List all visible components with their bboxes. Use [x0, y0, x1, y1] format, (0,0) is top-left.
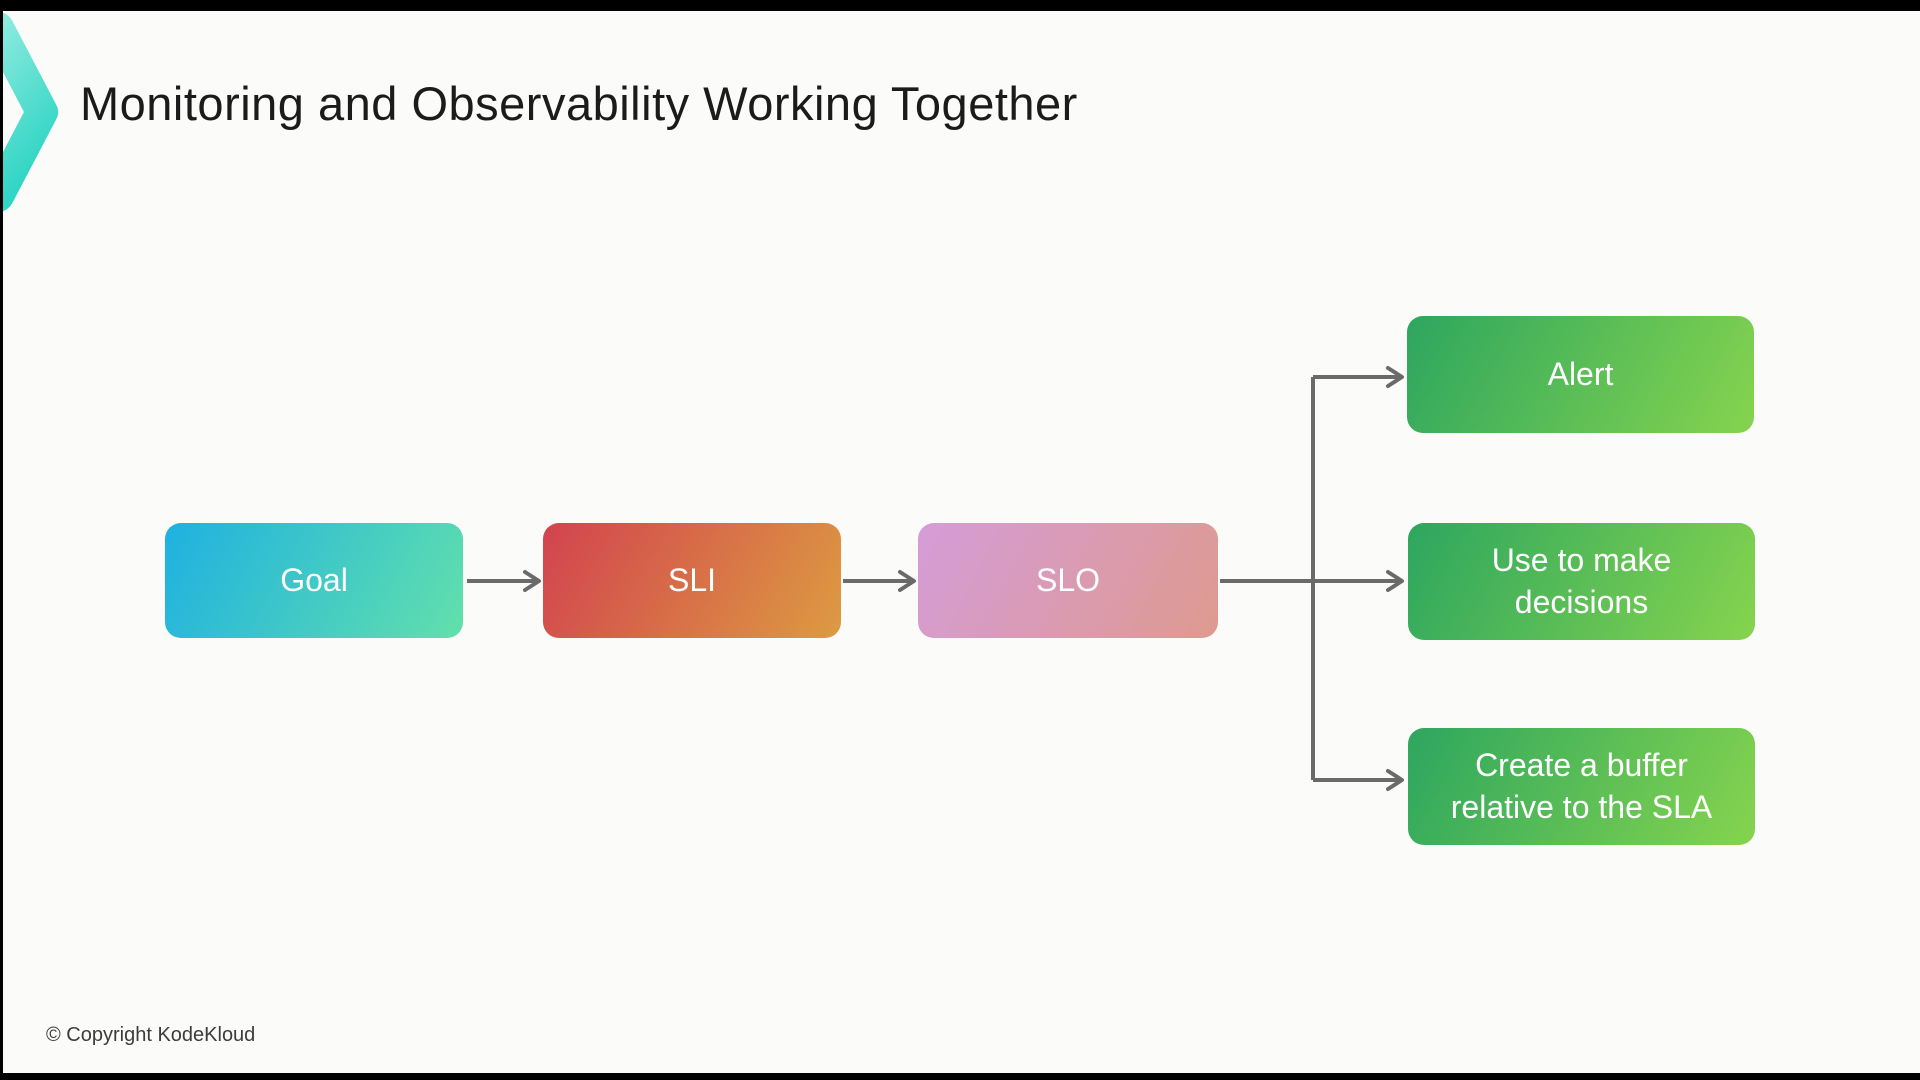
kodekloud-chevron-icon [0, 12, 58, 212]
node-slo-label: SLO [1035, 561, 1101, 598]
node-goal-label: Goal [280, 561, 348, 598]
node-create-buffer: Create a buffer relative to the SLA [1408, 728, 1755, 845]
arrow-branch-to-buffer [1313, 769, 1404, 791]
arrow-sli-to-slo [843, 570, 916, 592]
arrow-goal-to-sli [467, 570, 541, 592]
copyright-text: © Copyright KodeKloud [46, 1024, 256, 1046]
node-sli: SLI [543, 523, 841, 638]
node-goal: Goal [165, 523, 463, 638]
node-alert: Alert [1407, 316, 1754, 433]
letterbox-left [0, 0, 3, 1080]
slide-title: Monitoring and Observability Working Tog… [80, 77, 1078, 130]
arrow-branch-to-alert [1313, 366, 1404, 388]
arrow-slo-to-decisions [1220, 570, 1404, 592]
node-buffer-label: Create a buffer relative to the SLA [1450, 746, 1713, 825]
node-slo: SLO [918, 523, 1218, 638]
node-decisions-label: Use to make decisions [1491, 541, 1672, 620]
node-use-to-make-decisions: Use to make decisions [1408, 523, 1755, 640]
letterbox-top [0, 0, 1920, 11]
letterbox-bottom [0, 1073, 1920, 1080]
node-sli-label: SLI [667, 561, 717, 598]
node-alert-label: Alert [1547, 355, 1614, 392]
